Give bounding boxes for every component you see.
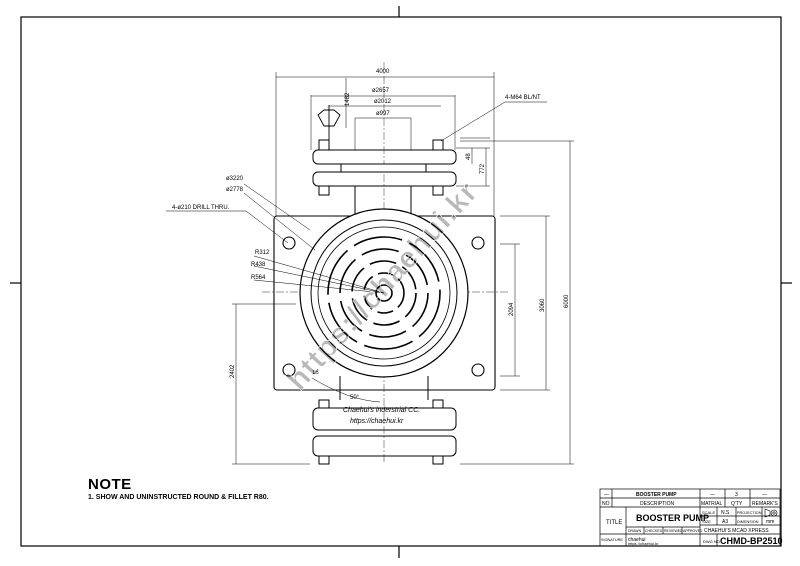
tb-title-value: BOOSTER PUMP <box>636 513 709 523</box>
sheet-border <box>20 16 782 547</box>
tb-url: https //chaehui.kr <box>628 541 659 546</box>
dim-dia-2657: ø2657 <box>372 88 390 94</box>
centering-marks <box>10 6 792 558</box>
bottom-flange <box>312 376 457 465</box>
tb-dimension-value: mm <box>766 519 774 525</box>
dim-bolt-nut: 4-M64 BL/NT <box>505 95 541 101</box>
tb-drawn: DRAWN <box>628 529 642 533</box>
tb-head-desc: DESCRIPTION <box>640 501 675 507</box>
tb-row1-desc: BOOSTER PUMP <box>636 492 677 498</box>
dimension-lines <box>166 72 574 465</box>
hex-nut-icon <box>317 105 341 140</box>
tb-approved: APPROVED <box>683 529 703 533</box>
dim-3060: 3060 <box>540 298 546 312</box>
tb-signature-label: SIGNATURE <box>601 538 623 542</box>
tb-row1-qty: 3 <box>735 492 738 498</box>
tb-head-qty: Q'TY <box>731 501 743 507</box>
tb-head-remark: REMARK'S <box>752 501 778 507</box>
dim-dia-2778: ø2778 <box>226 187 244 193</box>
dim-r438: R438 <box>251 262 266 268</box>
tb-reviewed: REVIEWED <box>664 529 683 533</box>
projection-symbol-icon <box>764 508 778 518</box>
tb-signature-value: chaehui <box>628 537 646 543</box>
tb-row1-no: — <box>604 492 609 498</box>
dim-2094: 2094 <box>509 302 515 316</box>
dim-r312: R312 <box>255 250 270 256</box>
dim-r564: R564 <box>251 275 266 281</box>
dim-dia-997: ø997 <box>376 111 390 117</box>
slotted-grille <box>327 236 441 350</box>
tb-row1-remark: — <box>762 492 767 498</box>
dim-772: 772 <box>480 163 486 174</box>
tb-projection-label: PROJECTION <box>737 511 762 515</box>
note-item: 1. SHOW AND UNINSTRUCTED ROUND & FILLET … <box>88 494 269 501</box>
dim-48: 48 <box>466 153 472 160</box>
tb-company: CHAEHUI'S MCAD XPRESS <box>704 528 769 534</box>
dim-dia-3220: ø3220 <box>226 176 244 182</box>
tb-head-material: MATRIAL <box>701 501 723 507</box>
tb-dimension-label: DIMENSION <box>737 520 759 524</box>
tb-checked: CHECKED <box>645 529 663 533</box>
title-block: — BOOSTER PUMP — 3 — NO DESCRIPTION MATR… <box>599 488 783 547</box>
dim-dia-2012: ø2012 <box>374 99 392 105</box>
dim-drill: 4-ø210 DRILL THRU. <box>172 205 230 211</box>
dim-15: 15 <box>312 370 319 376</box>
tb-dwg-no-label: DWG NO <box>703 539 720 544</box>
stamp-company: Chaehui's inderstrial CC. <box>343 407 420 414</box>
top-flange <box>312 139 457 225</box>
tb-head-no: NO <box>602 501 610 507</box>
dim-1482: 1482 <box>345 92 351 106</box>
stamp-url: https://chaehui.kr <box>350 418 404 425</box>
dim-angle-50: 50° <box>350 395 360 401</box>
tb-scale-label: SCALE <box>702 510 715 515</box>
dimension-texts: 4000 1482 ø2657 ø2012 ø997 4-M64 BL/NT 4… <box>172 69 570 401</box>
tb-size-label: SIZE <box>702 519 711 524</box>
note-title: NOTE <box>88 476 132 493</box>
tb-dwg-no: CHMD-BP2510 <box>720 536 783 546</box>
dim-6000: 6000 <box>564 294 570 308</box>
pump-drawing: 4000 1482 ø2657 ø2012 ø997 4-M64 BL/NT 4… <box>166 62 574 465</box>
tb-title-label: TITLE <box>606 520 622 526</box>
tb-row1-material: — <box>710 492 715 498</box>
dim-2402: 2402 <box>230 364 236 378</box>
tb-scale-value: N.S <box>721 510 730 516</box>
dim-overall-width: 4000 <box>376 69 390 75</box>
tb-size-value: A3 <box>722 519 728 525</box>
